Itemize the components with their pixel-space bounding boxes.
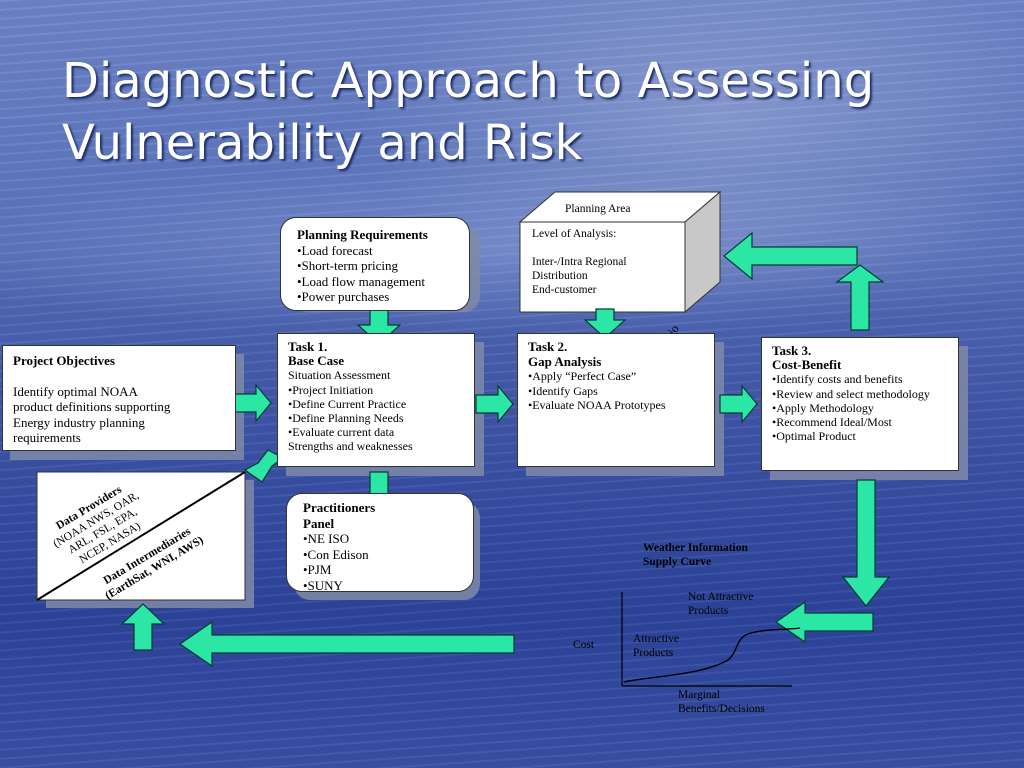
task3-item: •Review and select methodology [772,386,930,401]
practitioners-subheading: Panel [303,515,335,531]
project-objectives-box: Project Objectives Identify optimal NOAA… [2,345,236,451]
supply-curve-line [623,627,801,683]
not-attractive-line2: Products [688,604,729,617]
planning-requirement-item: •Short-term pricing [297,258,398,273]
arrow-task1-to-task2 [475,384,514,424]
not-attractive-label: Not Attractive Products [688,591,753,618]
task1-item: •Evaluate current data [288,425,395,440]
title-line-1: Diagnostic Approach to Assessing [62,53,875,109]
practitioners-heading: Practitioners [303,500,376,515]
arrow-task2-to-task3 [719,384,758,424]
level-of-analysis-label: Level of Analysis: [532,228,617,240]
practitioner-item: •Con Edison [303,546,369,562]
objective-line: requirements [13,430,81,445]
planning-requirements-box: Planning Requirements •Load forecast •Sh… [280,217,470,311]
task3-item: •Identify costs and benefits [772,372,903,387]
attractive-label: Attractive Products [633,633,679,660]
task2-title: Task 2. [528,339,568,354]
spacer [13,369,235,384]
task1-item: •Project Initiation [288,382,374,397]
arrow-to-curve [774,600,874,644]
arrow-objectives-to-task1 [233,383,272,423]
benefits-axis-line1: Marginal [678,689,720,701]
supply-curve-title: Weather Information Supply Curve [643,541,748,569]
task1-box: Task 1. Base Case Situation Assessment •… [277,333,475,467]
not-attractive-line1: Not Attractive [688,591,754,603]
task1-subtitle: Base Case [288,353,344,369]
planning-requirement-item: •Power purchases [297,289,390,304]
arrow-bottom-return [178,620,515,668]
practitioner-item: •PJM [303,562,332,577]
planning-requirements-heading: Planning Requirements [297,227,428,242]
arrow-planning-area-to-task2 [583,308,627,339]
cost-axis-label: Cost [573,639,595,651]
task2-item: •Evaluate NOAA Prototypes [528,398,666,412]
task3-subtitle: Cost-Benefit [772,357,842,373]
planning-requirement-item: •Load flow management [297,273,426,289]
arrow-practitioners-to-task1 [369,471,389,495]
title-line-2: Vulnerability and Risk [62,115,583,171]
task3-item: •Apply Methodology [772,400,874,415]
planning-area-cube-front [519,221,686,313]
task2-subtitle: Gap Analysis [528,353,602,369]
benefits-axis-line2: Benefits/Decisions [678,702,765,715]
task2-item: •Identify Gaps [528,383,598,398]
task1-item: Strengths and weaknesses [288,439,413,454]
practitioner-item: •NE ISO [303,531,350,546]
supply-curve-title-line1: Weather Information [643,542,748,554]
objective-line: product definitions supporting [13,399,171,414]
level-item: End-customer [532,284,597,296]
level-item: Inter-/Intra Regional [532,256,627,268]
task3-item: •Optimal Product [772,429,856,444]
spacer [532,241,627,255]
level-item: Distribution [532,270,588,282]
arrow-up-to-data-box [120,603,166,651]
benefits-axis-label: Marginal Benefits/Decisions [678,689,765,716]
arrow-task3-down [841,479,891,607]
task1-item: Situation Assessment [288,368,391,383]
planning-requirement-item: •Load forecast [297,242,373,258]
task2-box: Task 2. Gap Analysis •Apply “Perfect Cas… [517,333,715,467]
objective-line: Energy industry planning [13,414,145,430]
attractive-line2: Products [633,646,674,659]
arrow-task3-up [835,264,885,331]
task3-box: Task 3. Cost-Benefit •Identify costs and… [761,337,959,471]
planning-area-content: Level of Analysis: Inter-/Intra Regional… [532,227,627,297]
slide-title: Diagnostic Approach to Assessing Vulnera… [62,50,962,174]
task1-item: •Define Current Practice [288,396,407,411]
arrow-to-scenario [723,231,858,281]
supply-curve-title-line2: Supply Curve [643,556,712,568]
practitioners-panel-box: Practitioners Panel •NE ISO •Con Edison … [286,493,474,593]
objective-line: Identify optimal NOAA [13,383,138,399]
task3-item: •Recommend Ideal/Most [772,415,892,430]
task1-title: Task 1. [288,339,328,354]
practitioner-item: •SUNY [303,577,343,593]
task3-title: Task 3. [772,343,812,358]
arrows [120,231,891,668]
task2-item: •Apply “Perfect Case” [528,369,637,383]
data-box-diagonal [36,471,246,601]
attractive-line1: Attractive [633,633,679,645]
planning-area-top-label: Planning Area [565,203,631,215]
task1-item: •Define Planning Needs [288,411,404,426]
project-objectives-heading: Project Objectives [13,353,115,368]
